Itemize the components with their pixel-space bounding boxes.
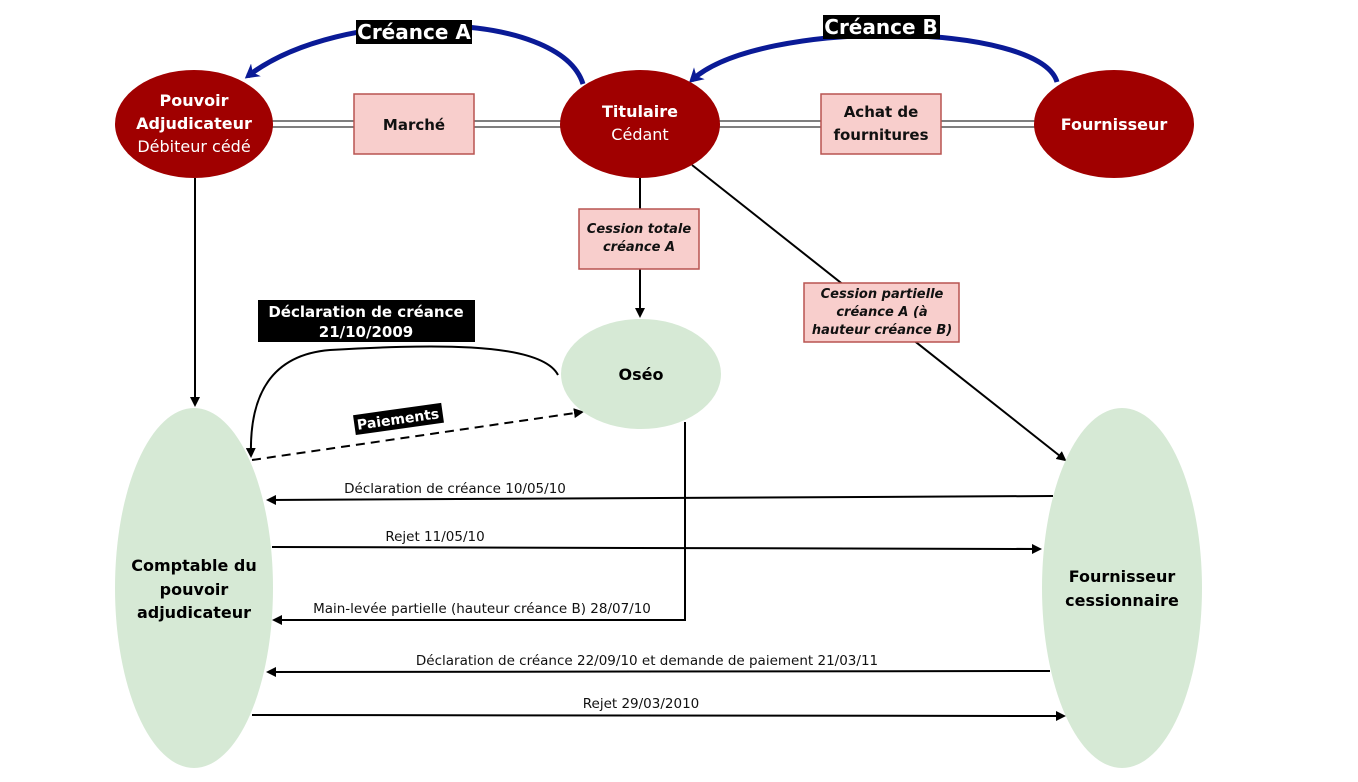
fournisseur-cessionnaire-line1: Fournisseur [1069,567,1176,586]
flow3-arrow [272,422,686,625]
flow4-label: Déclaration de créance 22/09/10 et deman… [416,653,878,669]
node-comptable: Comptable du pouvoir adjudicateur [115,408,273,768]
tag-paiements: Paiements [353,402,444,436]
declaration-line1: Déclaration de créance [268,303,463,321]
marche-label: Marché [383,116,445,134]
cession-partielle-line2: créance A (à [836,305,927,320]
flow2-arrow [271,543,1042,554]
flow5-arrow [251,710,1066,721]
comptable-line2: pouvoir [160,580,229,599]
box-cession-totale: Cession totale créance A [578,208,700,270]
node-fournisseur: Fournisseur [1034,70,1194,178]
fournisseur-cessionnaire-line2: cessionnaire [1065,591,1179,610]
pouvoir-line3: Débiteur cédé [137,137,250,156]
pouvoir-line2: Adjudicateur [136,114,252,133]
flow3-label: Main-levée partielle (hauteur créance B)… [313,601,651,617]
flow5-label: Rejet 29/03/2010 [583,696,700,712]
tag-creance-b: Créance B [823,15,940,39]
cession-partielle-line3: hauteur créance B) [812,323,952,338]
cession-partielle-line1: Cession partielle [821,287,944,302]
comptable-line1: Comptable du [131,556,257,575]
box-cession-partielle: Cession partielle créance A (à hauteur c… [803,282,960,343]
flow1-arrow [266,494,1054,505]
flow1-label: Déclaration de créance 10/05/10 [344,481,566,497]
fournisseur-line1: Fournisseur [1061,115,1168,134]
tag-declaration-2009: Déclaration de créance 21/10/2009 [258,300,475,342]
oseo-line1: Oséo [619,365,664,384]
titulaire-line2: Cédant [611,125,668,144]
node-oseo: Oséo [561,319,721,429]
comptable-line3: adjudicateur [137,603,251,622]
oseo-declaration-arrow [245,345,559,458]
cession-totale-line2: créance A [603,240,675,255]
node-fournisseur-cessionnaire: Fournisseur cessionnaire [1042,408,1202,768]
titulaire-line1: Titulaire [602,102,678,121]
node-titulaire: Titulaire Cédant [560,70,720,178]
tag-creance-a: Créance A [356,20,472,44]
achat-label-line1: Achat de [844,103,919,121]
declaration-line2: 21/10/2009 [319,323,413,341]
creance-b-arrow [689,32,1060,83]
creance-a-label: Créance A [357,20,471,44]
paiements-arrow [251,408,584,461]
achat-label-line2: fournitures [833,126,928,144]
pouvoir-line1: Pouvoir [160,91,229,110]
box-achat: Achat de fournitures [820,93,942,155]
flow2-label: Rejet 11/05/10 [385,529,484,545]
node-pouvoir-adjudicateur: Pouvoir Adjudicateur Débiteur cédé [115,70,273,178]
flow4-arrow [266,666,1051,677]
creance-b-label: Créance B [824,15,937,39]
box-marche: Marché [353,93,475,155]
cession-totale-line1: Cession totale [587,222,692,237]
